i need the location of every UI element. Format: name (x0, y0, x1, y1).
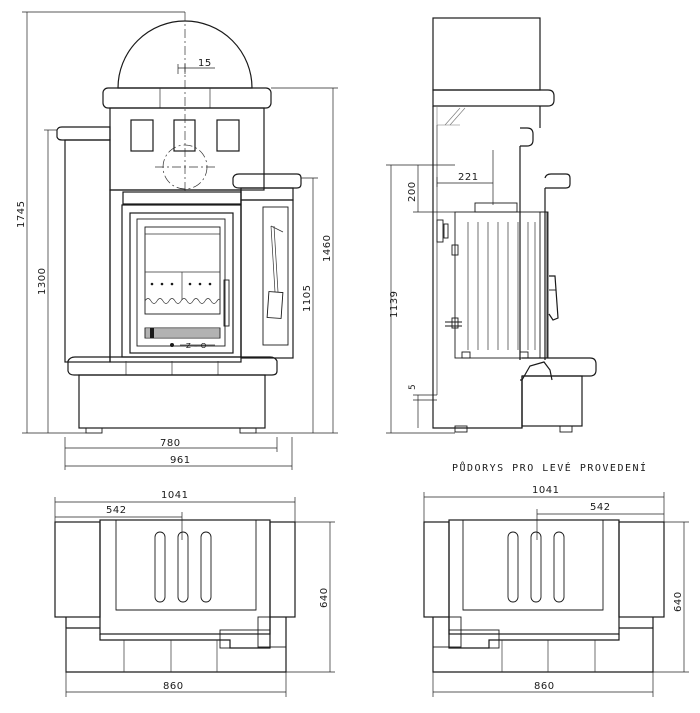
dome (117, 20, 253, 89)
dim-1745: 1745 (16, 201, 27, 228)
vent-left (130, 119, 154, 152)
dim-15: 15 (198, 58, 212, 69)
plan-left: 1041 542 640 860 (54, 490, 335, 697)
plan-left-dim-640: 640 (319, 587, 330, 608)
dim-221: 221 (458, 172, 479, 183)
right-cornice (232, 173, 302, 189)
plan-right: PŮDORYS PRO LEVÉ PROVEDENÍ 1041 542 640 (423, 461, 689, 697)
draft-regulator-label: Z – O (186, 342, 207, 350)
plan-left-dim-542: 542 (106, 505, 127, 516)
side-section: 1139 200 221 5 (386, 17, 597, 434)
slot-r2 (530, 531, 542, 603)
plan-left-dim-860: 860 (163, 681, 184, 692)
firebox-door (129, 212, 234, 354)
left-cornice (56, 126, 111, 141)
foot-right (239, 427, 257, 434)
dim-200: 200 (407, 181, 418, 202)
plan-right-dim-860: 860 (534, 681, 555, 692)
plan-right-dim-1041: 1041 (532, 485, 559, 496)
ash-grille (144, 327, 221, 339)
poker-tool (266, 291, 284, 319)
firebox-section (454, 211, 548, 359)
base-block (78, 374, 266, 429)
plan-left-side-block (54, 521, 101, 618)
top-cornice (432, 89, 555, 107)
dim-1300: 1300 (37, 268, 48, 295)
door-glass (144, 226, 221, 315)
foot-left (85, 427, 103, 434)
tool-niche (262, 206, 289, 346)
plan-right-dim-640: 640 (673, 591, 684, 612)
flame-grate (144, 298, 221, 304)
right-pillar (240, 199, 294, 359)
slot-1 (154, 531, 166, 603)
dim-961: 961 (170, 455, 191, 466)
slot-r3 (553, 531, 565, 603)
plan-right-dim-542: 542 (590, 502, 611, 513)
grate-dots (150, 282, 212, 286)
dim-1139: 1139 (389, 291, 400, 318)
side-door-handle (548, 275, 559, 321)
left-pillar (64, 139, 111, 363)
slot-r1 (507, 531, 519, 603)
slot-3 (200, 531, 212, 603)
front-elevation: 15 (16, 11, 338, 470)
plinth-cornice (67, 356, 278, 376)
dim-1105: 1105 (302, 285, 313, 312)
vent-right (216, 119, 240, 152)
dim-1460: 1460 (322, 235, 333, 262)
plan-right-caption: PŮDORYS PRO LEVÉ PROVEDENÍ (452, 461, 648, 474)
dim-5: 5 (408, 384, 418, 390)
dim-780: 780 (160, 438, 181, 449)
plan-right-side-block (618, 521, 665, 618)
vent-center (173, 119, 196, 152)
firebrick-lines (467, 222, 536, 350)
door-handle (223, 279, 230, 327)
plan-left-dim-1041: 1041 (161, 490, 188, 501)
slot-2 (177, 531, 189, 603)
crown-cornice (102, 87, 272, 109)
chimney (432, 17, 541, 91)
